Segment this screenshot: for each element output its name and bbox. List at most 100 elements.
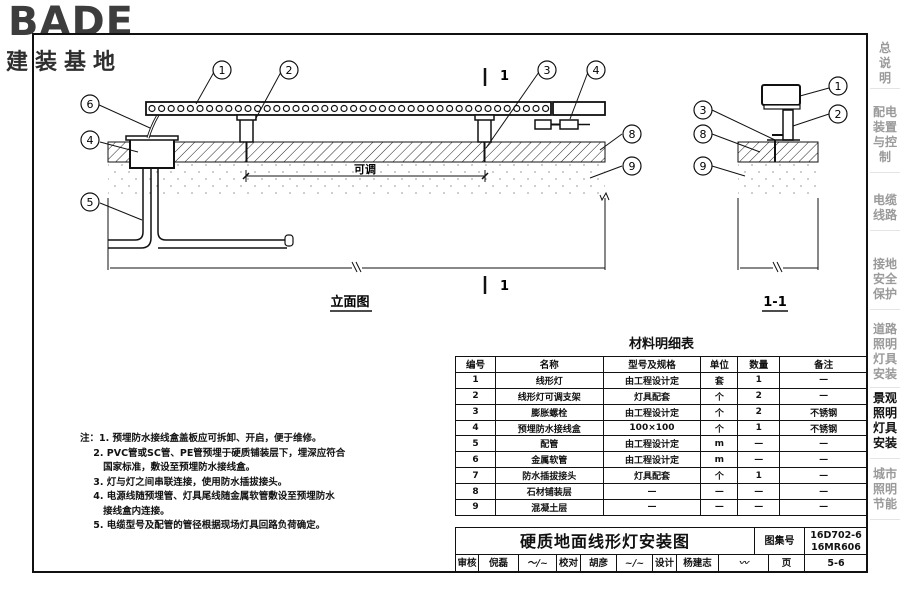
table-cell: 个 [700,467,739,485]
callout-number: 3 [700,104,707,117]
table-cell: 由工程设计定 [602,403,702,421]
led-dot [503,104,511,113]
sidebar-item-grounding[interactable]: 接地 安全 保护 [870,255,900,310]
table-cell: 5 [455,435,496,453]
sidebar-item-road-lighting[interactable]: 道路 照明 灯具 安装 [870,320,900,388]
table-cell: 1 [737,371,781,389]
callout-circle [212,60,232,80]
callout-circle [80,192,100,212]
callout-number: 5 [87,196,94,209]
led-dot [417,104,425,113]
callout-circle [586,60,606,80]
table-cell: 个 [700,387,739,405]
page-label: 页 [769,555,805,573]
led-dot [206,104,214,113]
elevation-view: 可调 1 1 立面图 [107,68,610,312]
led-dot [302,104,310,113]
signature-row: 审核 倪磊 〜∕~ 校对 胡彦 ~∕~ 设计 杨建志 〰 页 5-6 [455,555,868,573]
sidebar-item-landscape-lighting[interactable]: 景观 照明 灯具 安装 [870,389,900,459]
table-cell: 2 [737,403,781,421]
led-dot [292,104,300,113]
page-number: 5-6 [805,555,868,573]
design-label: 设计 [653,555,677,573]
led-dot [541,104,550,113]
led-dot [148,104,156,113]
table-cell: 个 [700,419,739,437]
callout-circle [80,94,100,114]
table-cell: — [779,435,868,453]
table-cell: — [737,451,781,469]
atlas-label: 图集号 [755,527,805,555]
dimension-label: 可调 [354,162,376,176]
chapter-sidebar: 总 说 明 配电 装置 与控 制 电缆 线路 接地 安全 保护 道路 照明 灯具… [870,33,900,573]
table-cell: 混凝土层 [494,499,604,516]
sidebar-item-general[interactable]: 总 说 明 [870,39,900,89]
led-dot [532,104,540,113]
led-dot [378,104,386,113]
callout-circle [537,60,557,80]
table-cell: 2 [737,387,781,405]
table-cell: 不锈钢 [779,403,868,421]
led-dot [282,104,290,113]
table-cell: — [700,499,739,516]
stone-paving-layer [107,141,606,163]
led-dot [350,104,358,113]
table-cell: m [700,435,739,453]
callout-number: 8 [629,128,636,141]
led-dot [263,104,271,113]
led-dot [436,104,444,113]
sidebar-item-cable[interactable]: 电缆 线路 [870,191,900,231]
reviewer-signature: 〜∕~ [519,555,557,573]
table-cell: — [779,371,868,389]
callout-number: 3 [544,64,551,77]
conduit-pipe [108,168,144,241]
table-cell: 4 [455,419,496,437]
led-dot [359,104,367,113]
led-dot [215,104,223,113]
logo-brand: BADE [8,0,134,45]
callout-number: 1 [835,80,842,93]
section-title: 1-1 [763,295,787,310]
callout-number: 6 [87,98,94,111]
led-dot [388,104,396,113]
callout-circle [80,130,100,150]
table-cell: 8 [455,483,496,501]
table-cell: 防水插拔接头 [494,467,604,485]
review-label: 审核 [455,555,479,573]
table-cell: 灯具配套 [602,387,702,405]
led-dot [186,104,194,113]
header-cell: 名称 [494,356,604,373]
note-line: 5. 电缆型号及配管的管径根据现场灯具回路负荷确定。 [80,520,326,531]
led-dot [465,104,473,113]
adjustable-bracket-left [239,117,254,143]
adjustable-bracket-right [477,117,492,143]
installation-notes: 注：1. 预埋防水接线盒盖板应可拆卸、开启，便于维修。 2. PVC管或SC管、… [80,432,450,534]
atlas-number-2: 16MR606 [811,542,861,553]
title-block: 硬质地面线形灯安装图 图集号 16D702-6 16MR606 审核 倪磊 〜∕… [455,527,868,573]
elevation-callouts [96,71,623,221]
drawing-frame [32,33,868,573]
led-dot [494,104,502,113]
table-cell: 线形灯 [494,371,604,389]
table-cell: 由工程设计定 [602,451,702,469]
table-header-row: 编号 名称 型号及规格 单位 数量 备注 [455,356,868,373]
sidebar-item-distribution[interactable]: 配电 装置 与控 制 [870,103,900,173]
callout-number: 8 [700,128,707,141]
materials-table-title: 材料明细表 [628,337,694,352]
header-cell: 编号 [455,356,496,373]
drawing-title: 硬质地面线形灯安装图 [455,527,755,555]
table-cell: 7 [455,467,496,485]
led-dot [407,104,415,113]
callout-circle [828,104,848,124]
designer-name: 杨建志 [677,555,719,573]
sidebar-item-energy-saving[interactable]: 城市 照明 节能 [870,465,900,520]
elevation-title: 立面图 [330,294,369,310]
led-dot [426,104,434,113]
callout-number: 9 [629,160,636,173]
led-dot [177,104,185,113]
header-cell: 型号及规格 [602,356,702,373]
